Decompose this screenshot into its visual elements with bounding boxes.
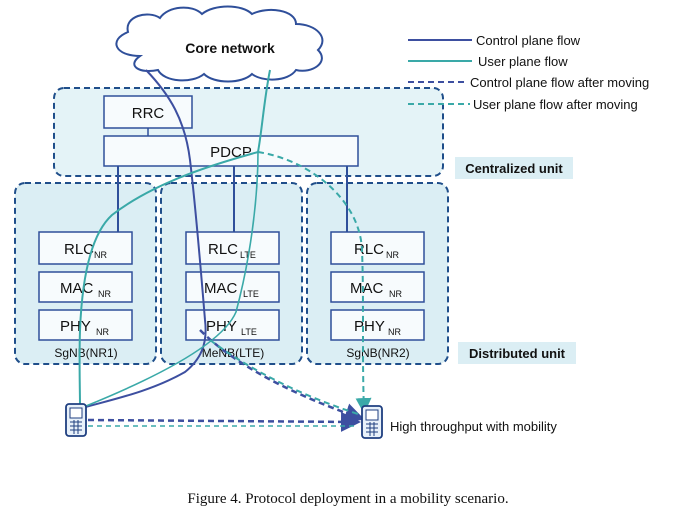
phy-label-nr1: PHY (60, 318, 91, 335)
stack-nr2: RLC NR MAC NR PHY NR SgNB(NR2) (330, 231, 425, 360)
pdcp-box (103, 135, 359, 167)
legend-control-plane-after: Control plane flow after moving (470, 75, 649, 90)
mac-label-nr1: MAC (60, 280, 94, 297)
distributed-unit-label: Distributed unit (469, 346, 566, 361)
user-flow-after-moving-line (257, 151, 372, 414)
phy-sub-nr2: NR (388, 327, 401, 337)
control-flow-line (81, 69, 207, 409)
legend-user-plane-after: User plane flow after moving (473, 97, 638, 112)
mac-label-nr2: MAC (350, 280, 384, 297)
phy-sub-lte: LTE (241, 327, 257, 337)
legend-user-plane: User plane flow (478, 54, 568, 69)
node-name-lte: MeNB(LTE) (202, 346, 264, 360)
ue-phone-icon-right (361, 405, 383, 439)
mac-sub-nr1: NR (98, 289, 111, 299)
user-flow-line (78, 69, 271, 407)
figure-caption: Figure 4. Protocol deployment in a mobil… (187, 491, 508, 507)
legend: Control plane flow User plane flow Contr… (408, 33, 649, 112)
mac-label-lte: MAC (204, 280, 238, 297)
rlc-label-nr1: RLC (64, 241, 94, 258)
mac-sub-nr2: NR (389, 289, 402, 299)
mac-sub-lte: LTE (243, 289, 259, 299)
rlc-sub-nr2: NR (386, 250, 399, 260)
rrc-label: RRC (132, 105, 165, 122)
node-name-nr1: SgNB(NR1) (54, 346, 117, 360)
ue-phone-icon-left (65, 403, 87, 437)
rlc-label-lte: RLC (208, 241, 238, 258)
phy-sub-nr1: NR (96, 327, 109, 337)
legend-control-plane: Control plane flow (476, 33, 581, 48)
pdcp-label: PDCP (210, 144, 252, 161)
ue-move-arrow (87, 411, 361, 432)
core-network-cloud: Core network (115, 5, 324, 83)
rlc-label-nr2: RLC (354, 241, 384, 258)
ue-label: High throughput with mobility (390, 419, 557, 434)
centralized-unit-label: Centralized unit (465, 161, 563, 176)
node-name-nr2: SgNB(NR2) (346, 346, 409, 360)
core-network-label: Core network (185, 40, 275, 56)
rlc-sub-nr1: NR (94, 250, 107, 260)
phy-label-nr2: PHY (354, 318, 385, 335)
